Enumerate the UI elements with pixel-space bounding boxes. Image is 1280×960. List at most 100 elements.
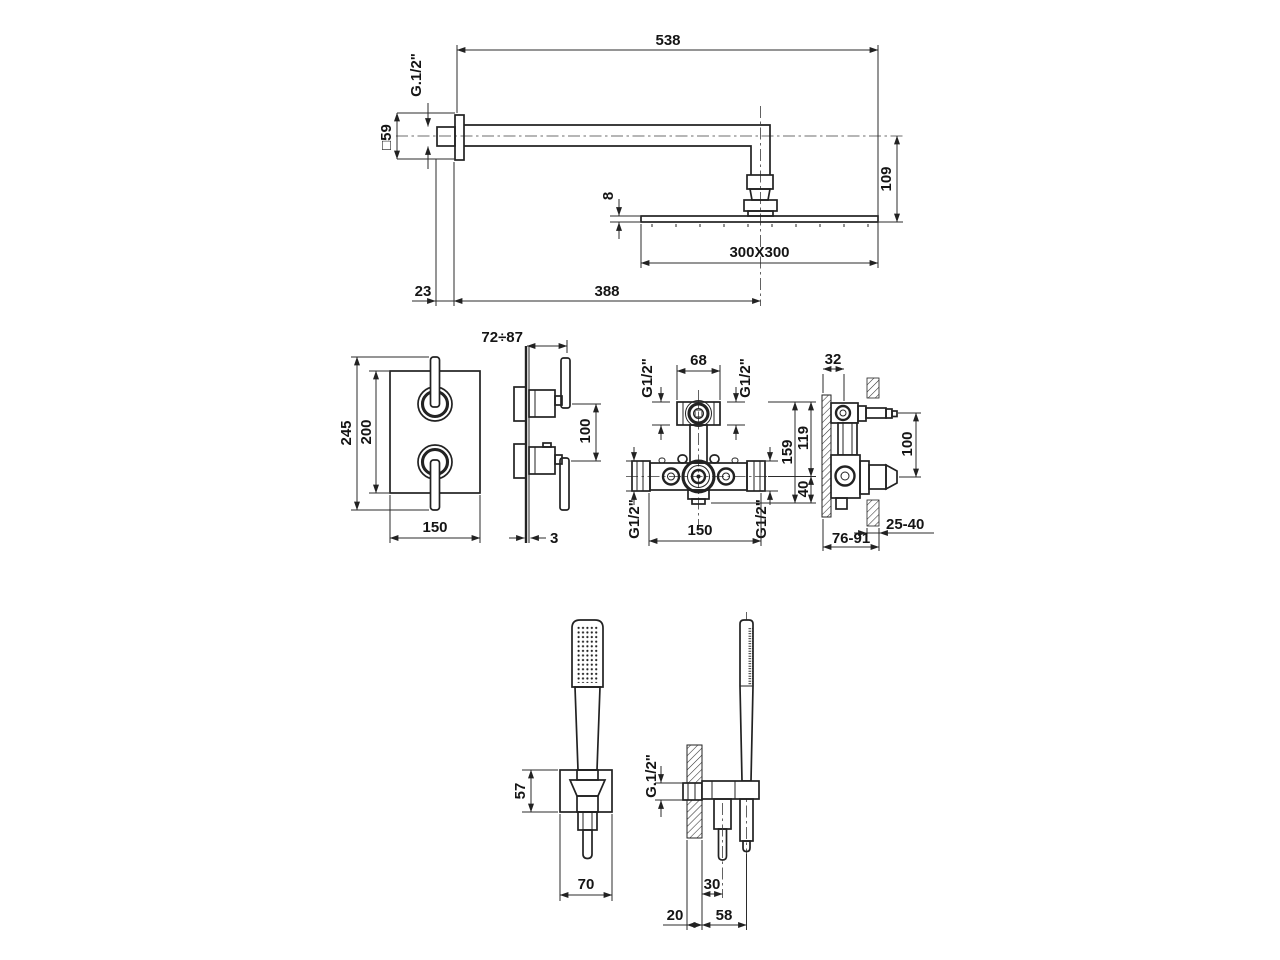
bracket-arm [701,780,760,800]
right-inlet-fitting [746,460,766,492]
dim-plate-width: 150 [389,495,481,543]
dim-escutcheon: □59 [378,112,455,160]
dim-head-size: 300X300 [640,224,879,268]
dim-handle-spacing: 100 [571,403,601,462]
bottom-lever [429,459,441,511]
finished-wall-upper [866,377,880,399]
valve-front-view: 68 G1/2" G1/2" G1/2" G1/ [626,352,816,546]
left-inlet-fitting [631,460,651,492]
dim-escutcheon-label: □59 [378,124,395,150]
dim-wall-thread-label: G.1/2" [408,53,425,97]
spray-face-edge [748,627,753,685]
arm-nut [746,174,774,190]
dim-thread-top-left: G1/2" [639,358,670,440]
dim-wall-offset-label: 23 [415,283,432,300]
dim-height-upper-label: 119 [795,426,812,450]
bottom-handle [417,444,453,511]
dim-depth-range-label: 76-91 [832,530,870,547]
wall-fitting [682,782,703,801]
dim-bracket-height-label: 57 [512,783,529,800]
dim-outlet-offset-label: 30 [704,876,721,893]
dim-plaster-adjust-label: 25-40 [886,516,924,533]
dim-port-width: 68 [676,352,721,400]
dim-projection-label: 388 [594,283,619,300]
dim-thread-top-right-label: G1/2" [737,358,754,398]
bracket-plate [559,769,613,813]
dim-head-size-label: 300X300 [729,244,789,261]
arm-tube [464,124,771,175]
holder-cone [568,779,607,797]
swivel-taper [748,188,772,201]
dim-plate-width-label: 150 [422,519,447,536]
dim-drop-height-label: 109 [878,166,895,191]
dim-hand-thread: G.1/2" [643,754,683,817]
dim-arm-length: 538 [456,32,879,268]
handshower-front-view: 57 70 [512,619,613,901]
cartridge-circle [681,459,716,494]
valve-body-side [830,402,898,510]
dim-overall-height: 245 [338,356,429,511]
top-lever-side [560,357,571,409]
dim-body-width-label: 150 [687,522,712,539]
dim-wall-depth-axis-offset: 20 58 [663,840,747,930]
connecting-tube [837,422,858,456]
dim-arm-length-label: 538 [655,32,680,49]
bottom-knob-side [513,442,570,511]
dim-height-lower-label: 40 [795,481,812,498]
spray-face [576,626,599,683]
shower-head-plate [640,215,879,223]
dim-wall-thread: G.1/2" [408,53,431,169]
mixer-front-view: 245 200 150 [338,356,481,543]
handshower-wand-side [739,619,754,782]
dim-overall-height-label: 245 [338,420,355,445]
wall-thread-stub [436,126,456,147]
valve-body-front [631,400,766,505]
dim-plate-thickness: 3 [509,530,558,547]
top-lever [429,356,441,408]
dim-plate-height-label: 200 [358,419,375,444]
dim-height-total-label: 159 [779,439,796,464]
dim-thread-bottom-left: G1/2" [626,447,643,539]
dim-plate-height: 200 [358,370,389,494]
wand-handle [574,686,601,771]
dim-plaster-adjust: 25-40 [854,516,934,551]
wall-flange [454,114,465,161]
dim-handle-spacing-label: 100 [577,418,594,443]
wall-section [821,394,832,518]
dim-bracket-width-label: 70 [578,876,595,893]
spray-nozzles [651,224,869,227]
dim-hand-thread-label: G.1/2" [643,754,660,798]
dim-thread-top-left-label: G1/2" [639,358,656,398]
dim-outlet-offset: 30 [701,840,723,899]
overhead-shower-view: 538 G.1/2" □59 8 109 300X300 [378,32,906,306]
wall-bracket-front [559,769,613,860]
dim-bracket-width: 70 [559,814,613,901]
dim-plate-thickness-label: 3 [550,530,558,547]
dim-cartridge-spacing-label: 100 [899,431,916,456]
dim-depth-range-label: 72÷87 [481,329,523,346]
mixer-side-view: 72÷87 100 3 [481,329,601,547]
handle-tail [582,829,593,860]
dim-depth-range: 72÷87 [481,329,568,353]
dim-wall-depth-label: 20 [667,907,684,924]
wall-bracket-side [682,780,760,898]
shower-arm-body [436,114,879,227]
dim-bracket-height: 57 [512,769,558,813]
dim-head-thickness: 8 [600,192,640,239]
dim-port-width-label: 68 [690,352,707,369]
dim-top-depth-label: 32 [825,351,842,368]
bottom-lever-side [559,457,570,511]
dim-axis-offset-label: 58 [716,907,733,924]
dim-drop-height: 109 [878,135,903,223]
top-knob-side [513,357,571,422]
handshower-side-view: G.1/2" 30 20 58 [643,612,760,930]
dim-body-width: 150 [648,493,762,546]
dim-thread-bottom-left-label: G1/2" [626,499,643,539]
dim-cartridge-spacing: 100 [898,412,921,478]
dim-wall-offset-projection: 23 388 [412,159,761,306]
handshower-wand-front [571,619,604,771]
dim-top-depth: 32 [822,351,845,401]
dim-height-stack: 159 119 40 [711,401,816,504]
